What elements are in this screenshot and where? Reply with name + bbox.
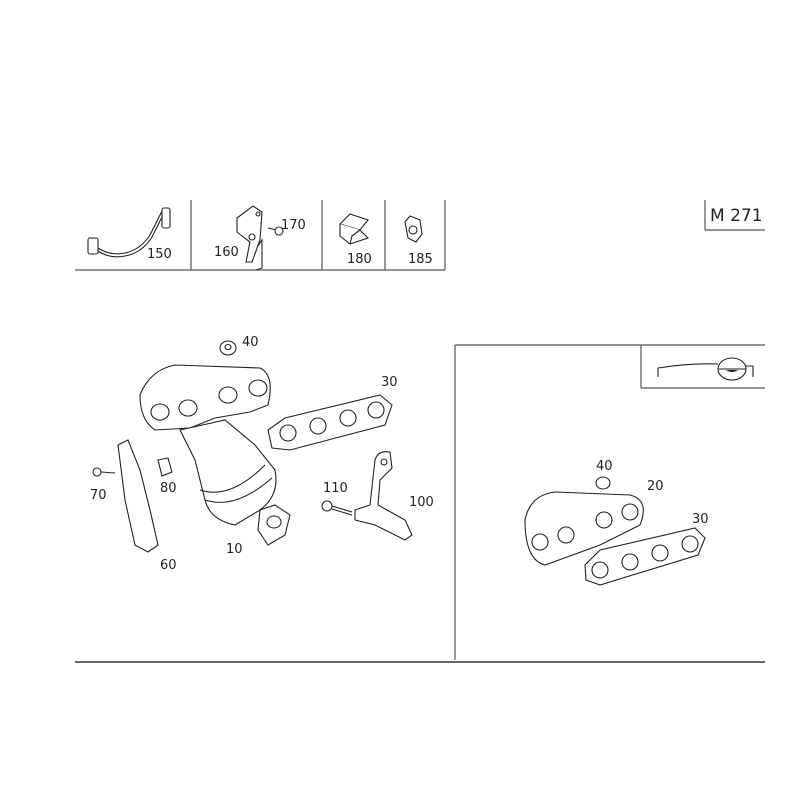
variant-label-20[interactable]: 20 <box>647 479 664 494</box>
nut-part <box>219 340 237 356</box>
part-label-10[interactable]: 10 <box>226 542 243 557</box>
oxygen-sensor-part <box>87 207 171 258</box>
part-label-70[interactable]: 70 <box>90 488 107 503</box>
part-label-170[interactable]: 170 <box>281 218 306 233</box>
engine-code: M 271 <box>710 206 763 226</box>
part-label-30[interactable]: 30 <box>381 375 398 390</box>
variant-nut-part <box>595 476 611 490</box>
variant-label-30[interactable]: 30 <box>692 512 709 527</box>
part-label-185[interactable]: 185 <box>408 252 433 267</box>
gasket-part <box>267 394 393 451</box>
part-label-160[interactable]: 160 <box>214 245 239 260</box>
part-label-80[interactable]: 80 <box>160 481 177 496</box>
clip-part <box>338 213 370 245</box>
bolt-long-part <box>321 500 353 516</box>
clamp-part <box>404 215 423 243</box>
screw-part <box>92 467 116 477</box>
bracket-part <box>236 205 263 271</box>
catalytic-manifold-part <box>139 364 291 546</box>
part-label-60[interactable]: 60 <box>160 558 177 573</box>
exhaust-symbol-icon <box>657 357 754 381</box>
part-label-40[interactable]: 40 <box>242 335 259 350</box>
support-bracket-part <box>354 451 413 541</box>
variant-label-40[interactable]: 40 <box>596 459 613 474</box>
heat-shield-part <box>117 439 159 553</box>
bolt-part <box>267 226 284 236</box>
variant-manifold-part <box>524 491 644 566</box>
part-label-110[interactable]: 110 <box>323 481 348 496</box>
clip-small-part <box>157 457 173 477</box>
part-label-100[interactable]: 100 <box>409 495 434 510</box>
part-label-180[interactable]: 180 <box>347 252 372 267</box>
variant-gasket-part <box>584 527 706 586</box>
part-label-150[interactable]: 150 <box>147 247 172 262</box>
frame-lines <box>75 200 765 663</box>
